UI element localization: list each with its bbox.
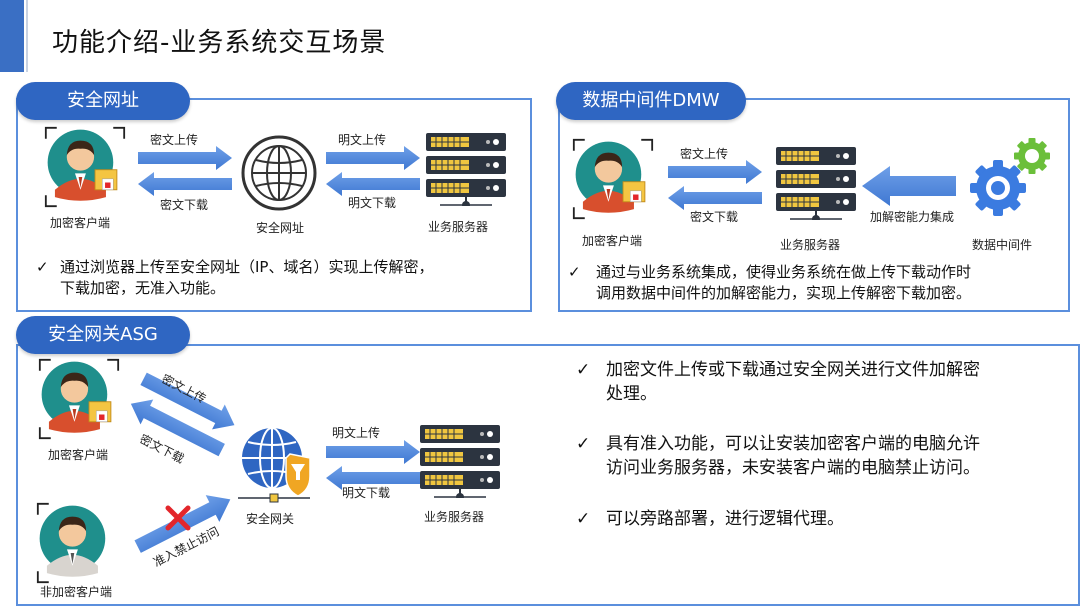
section1-arrow-down-label: 密文下载 <box>160 198 209 212</box>
section3-server-label: 业务服务器 <box>424 510 485 524</box>
section2-integration-label: 加解密能力集成 <box>870 210 955 224</box>
encrypted-client-icon <box>572 138 654 220</box>
section3-diagonal-arrows <box>130 372 235 457</box>
section2-arrow-down-label: 密文下载 <box>690 210 739 224</box>
section1-arrows-left <box>138 146 232 196</box>
section3-panel <box>16 344 1080 606</box>
check-icon: ✓ <box>576 434 591 454</box>
globe-shield-icon <box>238 427 311 503</box>
nonencrypted-client-icon <box>36 502 107 584</box>
download-arrow <box>138 172 232 196</box>
server-icon <box>776 145 856 220</box>
gears-icon <box>970 138 1050 216</box>
section2-arrows <box>668 160 762 210</box>
bullet-line: 访问业务服务器，未安装客户端的电脑禁止访问。 <box>606 458 980 478</box>
section3-arrows-right <box>326 440 420 490</box>
section1-arrow-up-label: 密文上传 <box>150 133 199 147</box>
encrypted-client-icon <box>44 126 126 208</box>
section2-desc-line1: 通过与业务系统集成，使得业务系统在做上传下载动作时 <box>596 263 972 281</box>
section3-client-label: 加密客户端 <box>48 448 109 462</box>
section3-arrow-down2-label: 明文下载 <box>342 486 391 500</box>
section3-title-pill: 安全网关ASG <box>16 316 190 354</box>
section3-gateway-label: 安全网关 <box>246 512 295 526</box>
section2-description: ✓ 通过与业务系统集成，使得业务系统在做上传下载动作时 调用数据中间件的加解密能… <box>568 262 1080 304</box>
check-icon: ✓ <box>576 509 591 529</box>
section1-desc-line2: 下载加密，无准入功能。 <box>60 279 226 297</box>
section1-gateway-label: 安全网址 <box>256 221 305 235</box>
check-icon: ✓ <box>568 263 581 281</box>
section2-client-label: 加密客户端 <box>582 234 643 248</box>
section1-title-pill: 安全网址 <box>16 82 190 120</box>
section3-nonclient-label: 非加密客户端 <box>40 585 113 599</box>
section3-bullet-3: ✓ 可以旁路部署，进行逻辑代理。 <box>576 507 1080 531</box>
title-accent-bar <box>0 0 24 72</box>
section3-arrow-up2-label: 明文上传 <box>332 426 381 440</box>
section1-arrow-down2-label: 明文下载 <box>348 196 397 210</box>
check-icon: ✓ <box>36 258 49 276</box>
section2-title-pill: 数据中间件DMW <box>556 82 746 120</box>
section1-arrow-up2-label: 明文上传 <box>338 133 387 147</box>
encrypted-client-icon <box>38 358 120 440</box>
upload-arrow <box>138 146 232 170</box>
section1-arrows-right <box>326 146 420 196</box>
server-icon <box>420 423 500 498</box>
page-title: 功能介绍-业务系统交互场景 <box>52 28 387 58</box>
integration-arrow <box>862 166 956 206</box>
section1-client-label: 加密客户端 <box>50 216 111 230</box>
section3-bullet-1: ✓ 加密文件上传或下载通过安全网关进行文件加解密 处理。 <box>576 358 1080 406</box>
section1-description: ✓ 通过浏览器上传至安全网址（IP、域名）实现上传解密， 下载加密，无准入功能。 <box>36 257 540 299</box>
server-icon <box>426 131 506 206</box>
bullet-line: 可以旁路部署，进行逻辑代理。 <box>606 509 844 529</box>
section3-bullet-2: ✓ 具有准入功能，可以让安装加密客户端的电脑允许 访问业务服务器，未安装客户端的… <box>576 432 1080 480</box>
block-x-icon <box>165 505 191 531</box>
bullet-line: 处理。 <box>606 384 657 404</box>
globe-icon <box>241 135 317 211</box>
bullet-line: 加密文件上传或下载通过安全网关进行文件加解密 <box>606 360 980 380</box>
section2-arrow-up-label: 密文上传 <box>680 147 729 161</box>
blocked-arrow <box>134 495 231 553</box>
section2-middleware-label: 数据中间件 <box>972 238 1033 252</box>
section1-desc-line1: 通过浏览器上传至安全网址（IP、域名）实现上传解密， <box>60 258 434 276</box>
check-icon: ✓ <box>576 360 591 380</box>
section2-server-label: 业务服务器 <box>780 238 841 252</box>
section2-desc-line2: 调用数据中间件的加解密能力，实现上传解密下载加密。 <box>596 284 972 302</box>
bullet-line: 具有准入功能，可以让安装加密客户端的电脑允许 <box>606 434 980 454</box>
section1-server-label: 业务服务器 <box>428 220 489 234</box>
title-divider <box>26 0 28 72</box>
